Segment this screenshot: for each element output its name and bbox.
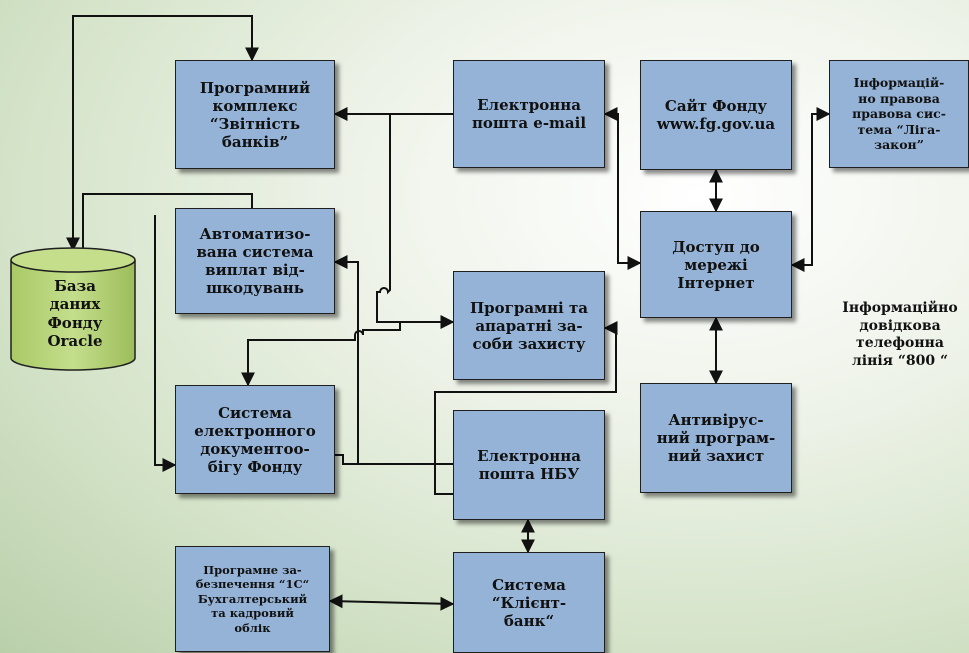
- connector-zakhyst-nbu: [434, 321, 618, 495]
- connector-sed-nbu: [335, 454, 453, 465]
- hotline-label: Інформаційно довідкова телефонна лінія “…: [842, 300, 958, 369]
- connector-onec-klient: [328, 594, 455, 611]
- box-site: Сайт Фонду www.fg.gov.ua: [640, 60, 792, 170]
- connector-db-sed: [154, 215, 177, 472]
- box-1c-buhgalteria: Програмне за- безпечення “1С“ Бухгалтерс…: [175, 546, 330, 652]
- connector-db-avtomat: [82, 193, 253, 250]
- box-sed-fondu: Система електронного документоо- бігу Фо…: [175, 385, 335, 494]
- database-label: База даних Фонду Oracle: [47, 277, 103, 350]
- box-email: Електронна пошта e-mail: [453, 60, 605, 168]
- box-liga-zakon: Інформацій- но правова правова сис- тема…: [829, 60, 969, 168]
- connector-email-internet: [603, 107, 642, 270]
- box-klient-bank: Система “Клієнт- банк“: [453, 552, 605, 653]
- box-internet-access: Доступ до мережі Інтернет: [640, 211, 792, 318]
- box-zvitnist-bankiv: Програмний комплекс “Звітність банків”: [175, 60, 335, 169]
- box-antivirus: Антивірус- ний програм- ний захист: [640, 383, 792, 493]
- database-cylinder: [10, 247, 136, 371]
- box-avtomat-systema: Автоматизо- вана система виплат від- шко…: [175, 208, 335, 314]
- connector-email-zakhyst: [376, 113, 455, 329]
- box-zakhyst: Програмні та апаратні за- соби захисту: [453, 271, 605, 380]
- box-email-nbu: Електронна пошта НБУ: [453, 410, 605, 520]
- connector-internet-liga: [790, 107, 831, 272]
- connector-zakhyst-sed: [241, 321, 453, 387]
- connector-db-zvitnist: [66, 15, 259, 252]
